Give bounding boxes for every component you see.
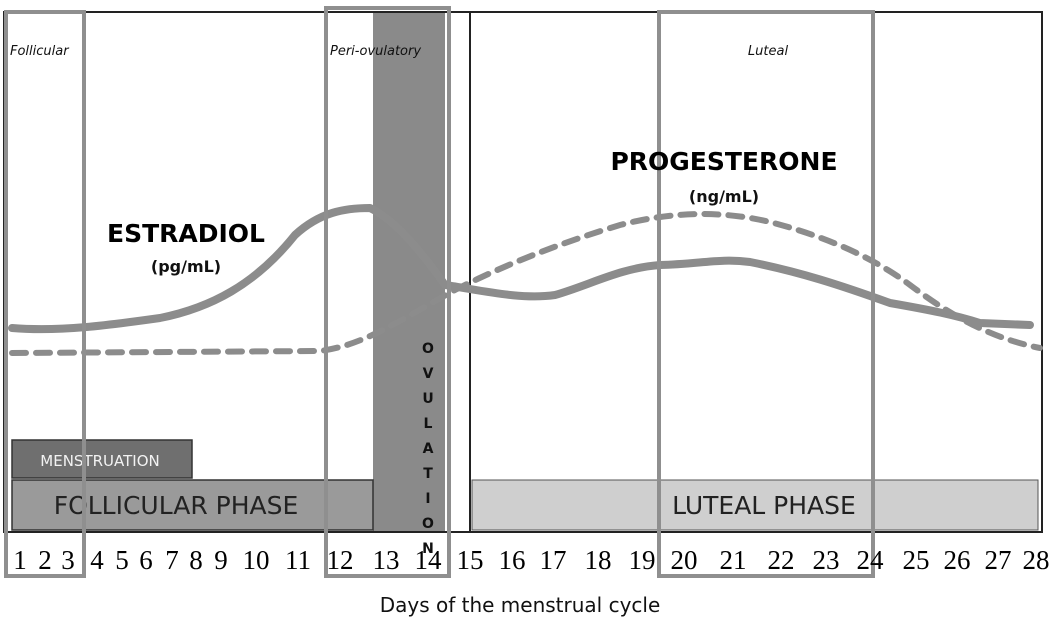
- day-tick-label: 5: [115, 545, 129, 575]
- day-tick-label: 13: [373, 545, 400, 575]
- peri-ovulatory-region-label: Peri-ovulatory: [330, 44, 421, 59]
- day-tick-label: 14: [415, 545, 443, 575]
- day-tick-label: 18: [585, 545, 612, 575]
- ovulation-letter: V: [423, 366, 434, 382]
- luteal-phase-label: LUTEAL PHASE: [672, 491, 856, 520]
- day-tick-label: 24: [857, 545, 885, 575]
- day-tick-label: 2: [38, 545, 52, 575]
- menstruation-label: MENSTRUATION: [40, 452, 159, 470]
- ovulation-letter: O: [422, 516, 434, 532]
- day-tick-label: 22: [768, 545, 795, 575]
- progesterone-label: PROGESTERONE: [610, 147, 837, 176]
- progesterone-curve: [9, 211, 1043, 356]
- follicular-highlight-box: [4, 10, 86, 578]
- day-tick-label: 10: [243, 545, 270, 575]
- day-tick-label: 17: [540, 545, 567, 575]
- day-tick-label: 21: [720, 545, 747, 575]
- peri-ovulatory-highlight-box: [324, 6, 451, 578]
- progesterone-unit: (ng/mL): [689, 187, 759, 206]
- day-tick-label: 27: [985, 545, 1012, 575]
- ovulation-letter: U: [422, 391, 433, 407]
- follicular-region-label: Follicular: [10, 44, 70, 59]
- ovulation-letter: N: [422, 541, 434, 557]
- day-tick-label: 28: [1023, 545, 1050, 575]
- luteal-highlight-box: [657, 10, 875, 578]
- day-tick-label: 12: [327, 545, 354, 575]
- day-tick-label: 1: [13, 545, 27, 575]
- ovulation-letter: L: [424, 416, 433, 432]
- day-tick-label: 11: [285, 545, 311, 575]
- day-tick-label: 3: [61, 545, 75, 575]
- day-tick-label: 25: [903, 545, 930, 575]
- ovulation-letter: A: [423, 441, 434, 457]
- day-tick-label: 9: [214, 545, 228, 575]
- ovulation-letter: I: [425, 491, 430, 507]
- day-tick-label: 8: [189, 545, 203, 575]
- day-tick-label: 4: [90, 545, 104, 575]
- luteal-region-label: Luteal: [748, 44, 789, 59]
- day-tick-label: 15: [457, 545, 484, 575]
- x-axis-label: Days of the menstrual cycle: [380, 593, 661, 617]
- follicular-phase-label: FOLLICULAR PHASE: [54, 491, 299, 520]
- menstruation-bar: [11, 439, 193, 479]
- day-tick-label: 7: [165, 545, 179, 575]
- day-tick-label: 23: [813, 545, 840, 575]
- luteal-phase-bar: [471, 479, 1039, 531]
- day-tick-label: 16: [499, 545, 526, 575]
- day-tick-label: 26: [944, 545, 971, 575]
- estradiol-unit: (pg/mL): [151, 257, 221, 276]
- follicular-phase-bar: [11, 479, 374, 531]
- ovulation-letter: T: [423, 466, 433, 482]
- estradiol-curve: [8, 204, 1034, 334]
- day-tick-label: 19: [629, 545, 656, 575]
- ovulation-letter: O: [422, 341, 434, 357]
- day-tick-label: 20: [671, 545, 698, 575]
- estradiol-label: ESTRADIOL: [107, 219, 265, 248]
- ovulation-label: O V U L A T I O N: [422, 341, 434, 557]
- day-tick-label: 6: [139, 545, 153, 575]
